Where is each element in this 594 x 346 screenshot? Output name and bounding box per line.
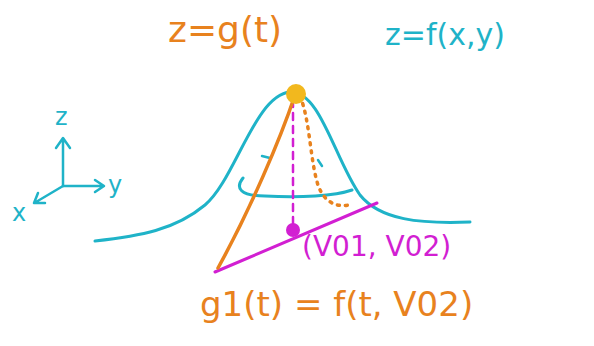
surface-curve (95, 92, 470, 241)
function-label: z=g(t) (168, 10, 282, 50)
point-label: (V01, V02) (302, 232, 451, 263)
y-axis (63, 180, 104, 192)
z-axis (56, 138, 70, 186)
function-label: z=f(x,y) (385, 18, 505, 51)
base-point (286, 223, 300, 237)
axis-label: x (12, 200, 26, 226)
projection-line (292, 100, 295, 226)
g1-curve (300, 96, 352, 206)
peak-point (286, 84, 306, 104)
equation-label: g1(t) = f(t, V02) (200, 286, 473, 323)
g-curve (218, 95, 295, 268)
axis-label: y (108, 172, 122, 198)
axis-label: z (55, 104, 68, 130)
x-axis (34, 186, 63, 203)
